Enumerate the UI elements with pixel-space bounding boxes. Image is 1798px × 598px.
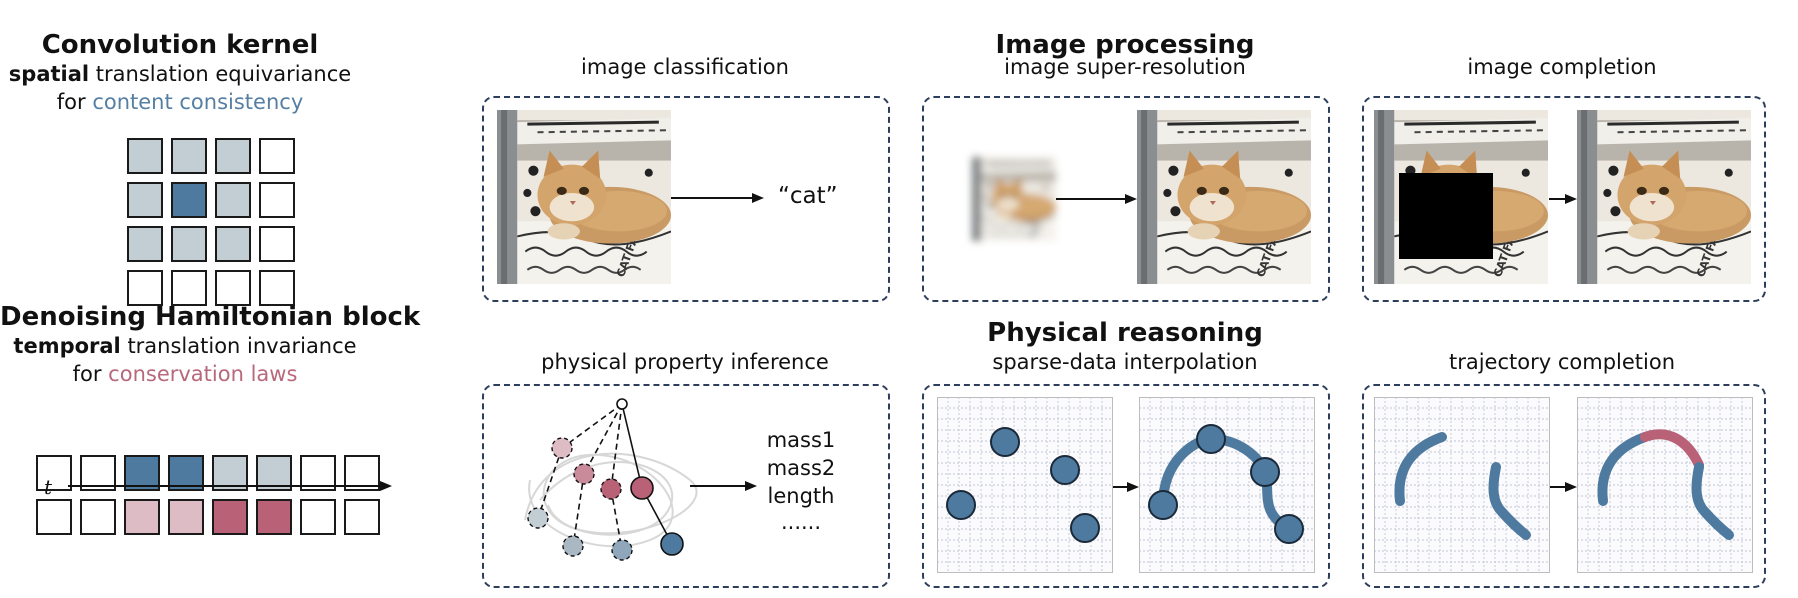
hamiltonian-cell — [168, 499, 204, 535]
image-completion-panel — [1362, 96, 1766, 302]
kernel-cell — [171, 182, 207, 218]
image-completion-label: image completion — [1467, 55, 1657, 79]
kernel-line2-prefix: for — [56, 90, 93, 114]
hamiltonian-cell — [36, 455, 72, 491]
kernel-cell — [259, 138, 295, 174]
hamiltonian-cell — [212, 499, 248, 535]
interpolated-curve-grid — [1139, 397, 1315, 573]
dhb-description-line1: temporal translation invariance — [0, 334, 370, 358]
output-length: length — [767, 484, 835, 508]
physical-reasoning-heading: Physical reasoning — [987, 318, 1263, 348]
kernel-cell — [259, 226, 295, 262]
kernel-cell — [171, 270, 207, 306]
time-axis-arrow — [68, 481, 392, 491]
kernel-cell — [127, 138, 163, 174]
image-super-resolution-panel — [922, 96, 1330, 302]
kernel-cell — [259, 182, 295, 218]
output-mass1: mass1 — [766, 428, 836, 452]
kernel-cell — [215, 270, 251, 306]
output-mass2: mass2 — [766, 456, 836, 480]
trajectory-completion-label: trajectory completion — [1448, 350, 1676, 374]
image-classification-panel — [482, 96, 890, 302]
kernel-cell — [171, 226, 207, 262]
dhb-line2-prefix: for — [72, 362, 109, 386]
sparse-data-interpolation-label: sparse-data interpolation — [992, 350, 1258, 374]
kernel-cell — [215, 226, 251, 262]
time-axis-label: t — [44, 475, 53, 499]
sparse-data-interpolation-panel — [922, 384, 1330, 588]
image-processing-heading: Image processing — [995, 30, 1255, 60]
hamiltonian-cell — [80, 499, 116, 535]
kernel-cell — [171, 138, 207, 174]
kernel-cell — [215, 182, 251, 218]
conservation-laws-text: conservation laws — [108, 362, 298, 386]
kernel-cell — [127, 270, 163, 306]
sparse-points-grid — [937, 397, 1113, 573]
kernel-cell — [127, 182, 163, 218]
kernel-title: Convolution kernel — [41, 30, 319, 60]
kernel-spatial-keyword: spatial — [8, 62, 90, 86]
dhb-description-line2: for conservation laws — [0, 362, 370, 386]
hamiltonian-cell — [36, 499, 72, 535]
hamiltonian-cell — [344, 499, 380, 535]
output-ellipsis: ...... — [780, 510, 822, 534]
content-consistency-text: content consistency — [92, 90, 304, 114]
hamiltonian-cell — [300, 499, 336, 535]
hamiltonian-cell — [124, 499, 160, 535]
kernel-line1-rest: translation equivariance — [89, 62, 352, 86]
completed-trajectory-grid — [1577, 397, 1753, 573]
hamiltonian-cell — [256, 499, 292, 535]
trajectory-completion-panel — [1362, 384, 1766, 588]
image-classification-label: image classification — [581, 55, 789, 79]
dhb-line1-rest: translation invariance — [120, 334, 357, 358]
physical-property-inference-panel — [482, 384, 890, 588]
physical-property-inference-label: physical property inference — [541, 350, 829, 374]
kernel-cell — [127, 226, 163, 262]
partial-trajectory-grid — [1374, 397, 1550, 573]
masked-cat-image — [1374, 110, 1548, 284]
kernel-description-line1: spatial translation equivariance — [0, 62, 360, 86]
kernel-cell — [259, 270, 295, 306]
cat-output-label: “cat” — [778, 183, 838, 209]
dhb-temporal-keyword: temporal — [13, 334, 121, 358]
dhb-title: Denoising Hamiltonian block — [0, 302, 421, 332]
kernel-cell — [215, 138, 251, 174]
kernel-description-line2: for content consistency — [0, 90, 360, 114]
image-super-resolution-label: image super-resolution — [1004, 55, 1246, 79]
